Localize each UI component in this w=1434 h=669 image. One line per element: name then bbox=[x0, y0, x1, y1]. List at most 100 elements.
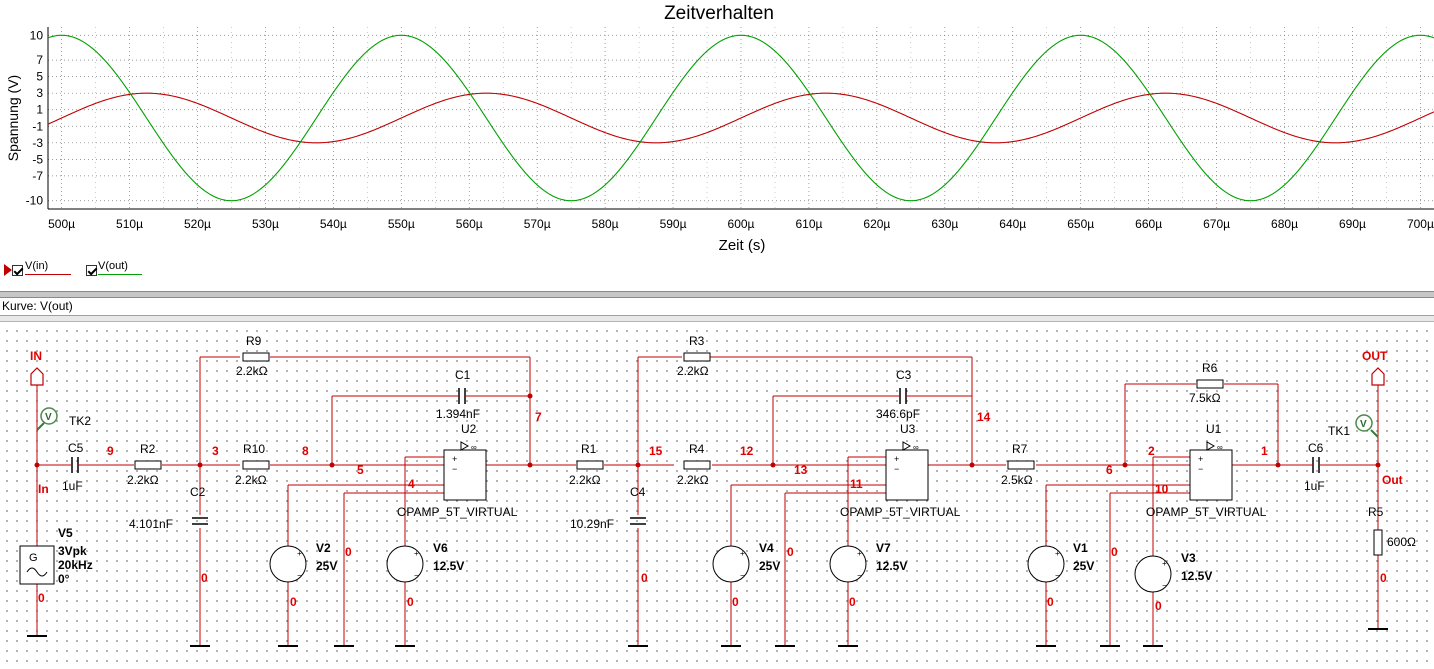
r1-name: R1 bbox=[581, 442, 597, 456]
x-tick-label: 610µ bbox=[795, 217, 822, 231]
net-0-u1: 0 bbox=[1111, 545, 1118, 559]
u3-name: U3 bbox=[900, 422, 916, 436]
source-v3[interactable]: +− V3 12.5V bbox=[1134, 551, 1212, 593]
net-0-u2: 0 bbox=[345, 545, 352, 559]
svg-text:∞: ∞ bbox=[471, 443, 477, 452]
source-v4[interactable]: +− V4 25V bbox=[712, 541, 780, 583]
capacitor-c3[interactable]: C3 346.6pF bbox=[876, 368, 920, 421]
c2-value: 4.101nF bbox=[129, 517, 173, 531]
c4-value: 10.29nF bbox=[570, 517, 614, 531]
source-v2[interactable]: +− V2 25V bbox=[269, 541, 337, 583]
r6-value: 7.5kΩ bbox=[1189, 391, 1221, 405]
svg-text:−: − bbox=[1198, 464, 1203, 474]
resistor-r2[interactable]: R2 2.2kΩ bbox=[127, 442, 162, 487]
series-line-vout bbox=[47, 34, 1434, 202]
net-2: 2 bbox=[1148, 444, 1155, 458]
v7-name: V7 bbox=[876, 541, 891, 555]
capacitor-c1[interactable]: C1 1.394nF bbox=[436, 368, 480, 421]
net-7: 7 bbox=[535, 410, 542, 424]
u2-name: U2 bbox=[461, 422, 477, 436]
probe-tk1[interactable]: V TK1 bbox=[1328, 414, 1379, 438]
legend-marker-icon[interactable] bbox=[4, 264, 12, 276]
x-tick-label: 510µ bbox=[116, 217, 143, 231]
svg-text:−: − bbox=[740, 571, 745, 580]
capacitor-c2[interactable]: C2 4.101nF bbox=[129, 485, 208, 531]
net-10: 10 bbox=[1155, 482, 1169, 496]
opamp-u1[interactable]: ∞ +− U1 OPAMP_5T_VIRTUAL bbox=[1146, 422, 1267, 519]
source-v7[interactable]: +− V7 12.5V bbox=[829, 541, 907, 583]
out-port[interactable]: OUT bbox=[1362, 349, 1388, 386]
schematic-svg[interactable]: IN OUT In Out V TK2 V TK1 R9 2.2kΩ R2 2.… bbox=[0, 322, 1434, 664]
source-v1[interactable]: +− V1 25V bbox=[1027, 541, 1094, 583]
r3-value: 2.2kΩ bbox=[677, 364, 709, 378]
net-0-v2: 0 bbox=[290, 595, 297, 609]
resistor-r6[interactable]: R6 7.5kΩ bbox=[1189, 361, 1224, 405]
v5-phase: 0° bbox=[58, 572, 70, 586]
x-tick-label: 670µ bbox=[1203, 217, 1230, 231]
x-tick-label: 520µ bbox=[184, 217, 211, 231]
y-tick-label: -3 bbox=[32, 136, 43, 150]
resistor-r5[interactable]: R5 600Ω bbox=[1368, 505, 1416, 556]
resistor-r3[interactable]: R3 2.2kΩ bbox=[677, 334, 711, 378]
resistor-r7[interactable]: R7 2.5kΩ bbox=[1001, 442, 1035, 487]
v4-name: V4 bbox=[759, 541, 774, 555]
ground-symbols bbox=[27, 628, 1388, 647]
capacitor-c4[interactable]: C4 10.29nF bbox=[570, 485, 646, 531]
resistor-r10[interactable]: R10 2.2kΩ bbox=[235, 442, 270, 487]
c1-name: C1 bbox=[455, 368, 471, 382]
source-v6[interactable]: +− V6 12.5V bbox=[386, 541, 464, 583]
r3-name: R3 bbox=[689, 334, 705, 348]
x-tick-label: 620µ bbox=[863, 217, 890, 231]
capacitor-c6[interactable]: C6 1uF bbox=[1304, 441, 1328, 493]
x-tick-label: 530µ bbox=[252, 217, 279, 231]
net-13: 13 bbox=[794, 463, 808, 477]
schematic-canvas[interactable]: IN OUT In Out V TK2 V TK1 R9 2.2kΩ R2 2.… bbox=[0, 322, 1434, 664]
net-6: 6 bbox=[1106, 463, 1113, 477]
v5-freq: 20kHz bbox=[58, 558, 93, 572]
svg-text:−: − bbox=[857, 571, 862, 580]
x-axis-label: Zeit (s) bbox=[719, 237, 766, 254]
probe-tk2[interactable]: V TK2 bbox=[36, 407, 91, 431]
resistor-r9[interactable]: R9 2.2kΩ bbox=[236, 334, 270, 378]
capacitor-c5[interactable]: C5 1uF bbox=[62, 441, 88, 493]
y-tick-label: -7 bbox=[32, 169, 43, 183]
net-8: 8 bbox=[302, 444, 309, 458]
r10-name: R10 bbox=[243, 442, 265, 456]
plot-legend: V(in) V(out) bbox=[0, 258, 400, 280]
series-line-vin bbox=[47, 92, 1434, 144]
x-tick-label: 680µ bbox=[1271, 217, 1298, 231]
opamp-u3[interactable]: ∞ +− U3 OPAMP_5T_VIRTUAL bbox=[840, 422, 961, 519]
u3-type: OPAMP_5T_VIRTUAL bbox=[840, 505, 961, 519]
r2-value: 2.2kΩ bbox=[127, 473, 159, 487]
c3-name: C3 bbox=[896, 368, 912, 382]
net-0-v1: 0 bbox=[1047, 595, 1054, 609]
r9-value: 2.2kΩ bbox=[236, 364, 268, 378]
v1-name: V1 bbox=[1073, 541, 1088, 555]
v7-value: 12.5V bbox=[876, 559, 907, 573]
svg-text:+: + bbox=[297, 549, 302, 558]
resistor-r4[interactable]: R4 2.2kΩ bbox=[677, 442, 711, 487]
r5-name: R5 bbox=[1368, 505, 1384, 519]
x-tick-label: 650µ bbox=[1067, 217, 1094, 231]
curve-status-text: Kurve: V(out) bbox=[2, 299, 73, 313]
c1-value: 1.394nF bbox=[436, 407, 480, 421]
pane-splitter[interactable] bbox=[0, 291, 1434, 298]
legend-checkbox-vout[interactable] bbox=[86, 265, 97, 276]
svg-text:−: − bbox=[414, 571, 419, 580]
r7-value: 2.5kΩ bbox=[1001, 473, 1033, 487]
y-tick-label: 10 bbox=[30, 28, 44, 42]
in-port[interactable]: IN bbox=[30, 349, 44, 386]
legend-checkbox-vin[interactable] bbox=[12, 265, 23, 276]
x-tick-label: 660µ bbox=[1135, 217, 1162, 231]
v5-name: V5 bbox=[58, 526, 73, 540]
x-tick-label: 600µ bbox=[728, 217, 755, 231]
source-v5[interactable]: G V5 3Vpk 20kHz 0° bbox=[19, 526, 93, 586]
net-0-r5: 0 bbox=[1380, 571, 1387, 585]
y-axis-label: Spannung (V) bbox=[5, 75, 21, 161]
opamp-u2[interactable]: ∞ +− U2 OPAMP_5T_VIRTUAL bbox=[397, 422, 518, 519]
svg-text:G: G bbox=[29, 552, 38, 564]
net-9: 9 bbox=[107, 444, 114, 458]
resistor-r1[interactable]: R1 2.2kΩ bbox=[569, 442, 604, 487]
